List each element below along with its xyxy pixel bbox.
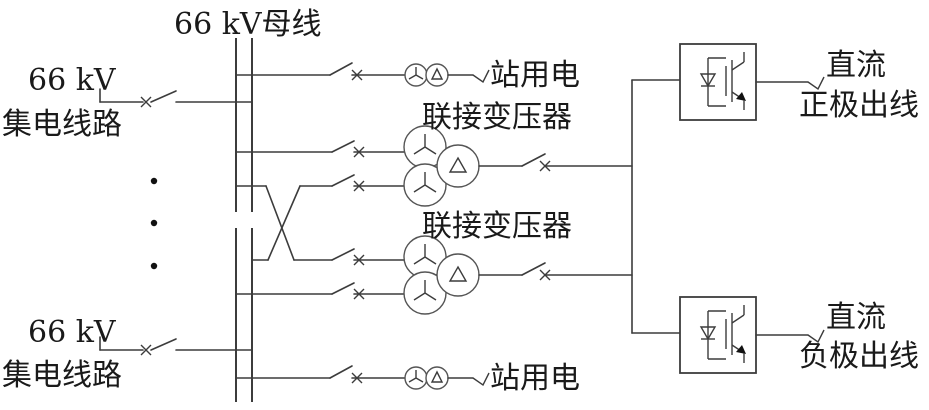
transformer-upper-label: 联接变压器	[422, 100, 572, 135]
diode-igbt-icon	[699, 305, 746, 363]
disconnect-mark-icon	[351, 372, 363, 384]
disconnect-mark-icon	[539, 160, 551, 172]
load-arrow-icon	[472, 372, 490, 387]
output-positive-line1: 直流	[826, 48, 886, 83]
station-service-bottom-label: 站用电	[490, 361, 580, 396]
wye-winding-icon	[408, 67, 424, 80]
collector-feeder-bottom	[99, 336, 253, 356]
delta-winding-icon	[448, 156, 468, 173]
disconnect-mark-icon	[140, 96, 152, 108]
converter-negative	[679, 296, 825, 374]
load-arrow-icon	[472, 69, 490, 84]
feeder-bottom-voltage: 66 kV	[28, 315, 117, 350]
output-negative-line2: 负极出线	[799, 339, 919, 374]
delta-winding-icon	[430, 370, 444, 383]
converter-positive	[679, 43, 825, 121]
disconnect-mark-icon	[353, 288, 365, 300]
collector-feeder-top	[99, 88, 253, 108]
feeder-top-name: 集电线路	[2, 107, 122, 142]
transformer-lower-label: 联接变压器	[422, 209, 572, 244]
diode-igbt-icon	[699, 52, 746, 110]
disconnect-mark-icon	[353, 180, 365, 192]
feeder-bottom-name: 集电线路	[2, 358, 122, 393]
output-negative-line1: 直流	[826, 300, 886, 335]
disconnect-mark-icon	[353, 254, 365, 266]
delta-winding-icon	[430, 67, 444, 80]
interface-transformer-upper	[235, 125, 633, 261]
output-positive-line2: 正极出线	[799, 88, 919, 123]
disconnect-mark-icon	[351, 69, 363, 81]
interface-transformer-lower	[235, 235, 633, 315]
wye-winding-icon	[413, 134, 437, 155]
disconnect-mark-icon	[353, 146, 365, 158]
more-feeders-ellipsis	[150, 177, 158, 270]
wye-winding-icon	[413, 244, 437, 265]
busbar-66kv	[235, 38, 253, 402]
station-service-top	[235, 62, 490, 87]
disconnect-mark-icon	[539, 269, 551, 281]
disconnect-mark-icon	[140, 344, 152, 356]
output-arrow-icon	[807, 76, 825, 91]
delta-winding-icon	[448, 265, 468, 282]
wye-winding-icon	[408, 370, 424, 383]
output-arrow-icon	[807, 329, 825, 344]
station-service-top-label: 站用电	[490, 58, 580, 93]
converter-feed	[631, 79, 681, 334]
wye-winding-icon	[413, 280, 437, 301]
wye-winding-icon	[413, 172, 437, 193]
bus-label: 66 kV母线	[174, 7, 322, 42]
feeder-top-voltage: 66 kV	[28, 63, 117, 98]
station-service-bottom	[235, 365, 490, 390]
